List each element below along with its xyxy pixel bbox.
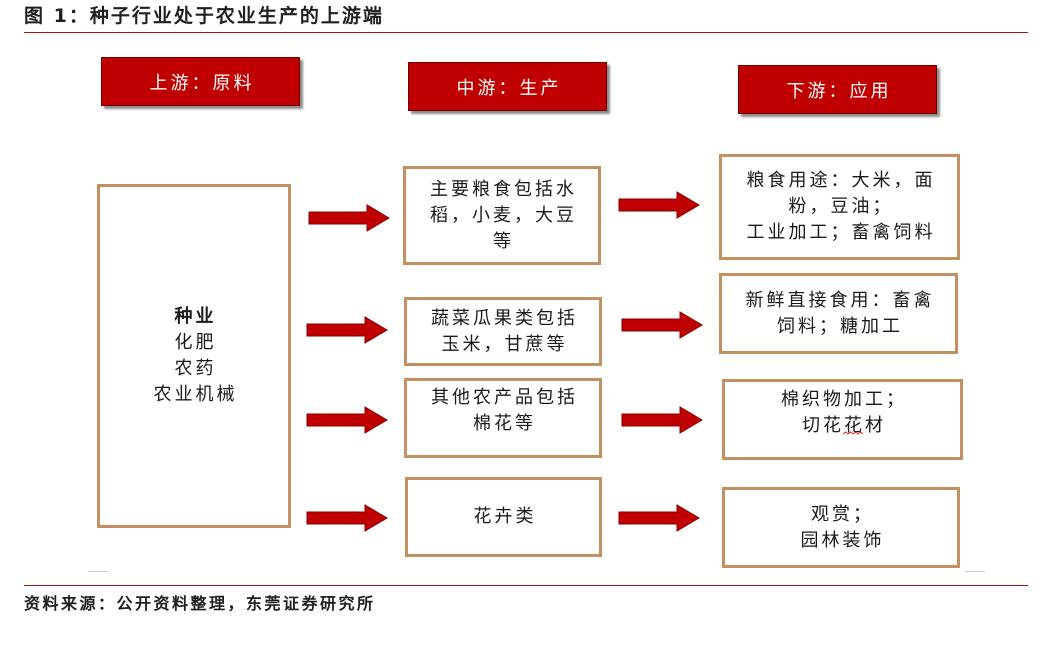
arrow-right-icon bbox=[306, 504, 388, 532]
midstream-box-2: 蔬菜瓜果类包括 玉米，甘蔗等 bbox=[404, 297, 602, 366]
midstream-line: 棉花等 bbox=[473, 413, 536, 434]
arrow-right-icon bbox=[618, 504, 700, 532]
midstream-box-3: 其他农产品包括 棉花等 bbox=[404, 378, 602, 458]
downstream-line: 园林装饰 bbox=[800, 529, 885, 551]
header-upstream-label: 上游：原料 bbox=[149, 72, 255, 94]
midstream-line: 蔬菜瓜果类包括 bbox=[431, 307, 578, 329]
bottom-rule bbox=[24, 585, 1028, 586]
header-downstream-label: 下游：应用 bbox=[786, 80, 892, 102]
header-midstream-label: 中游：生产 bbox=[456, 77, 562, 99]
midstream-line: 玉米，甘蔗等 bbox=[441, 333, 568, 355]
arrow-right-icon bbox=[306, 406, 388, 434]
downstream-line: 棉织物加工； bbox=[781, 388, 907, 410]
header-downstream: 下游：应用 bbox=[738, 65, 937, 114]
upstream-box: 种业 化肥 农药 农业机械 bbox=[97, 184, 291, 528]
header-upstream: 上游：原料 bbox=[101, 57, 300, 106]
downstream-line: 切花花材 bbox=[802, 414, 886, 436]
midstream-line: 等 bbox=[493, 230, 514, 252]
midstream-box-4: 花卉类 bbox=[405, 477, 602, 557]
downstream-line: 观赏； bbox=[811, 503, 874, 525]
midstream-line: 主要粮食包括水 bbox=[430, 178, 577, 200]
downstream-line: 饲料；糖加工 bbox=[777, 315, 903, 337]
downstream-box-1: 粮食用途：大米，面 粉，豆油； 工业加工；畜禽饲料 bbox=[719, 154, 960, 260]
arrow-right-icon bbox=[308, 204, 390, 232]
midstream-line: 花卉类 bbox=[473, 506, 537, 527]
upstream-line: 化肥 bbox=[174, 332, 217, 353]
upstream-line: 农药 bbox=[174, 358, 217, 379]
figure-source: 资料来源：公开资料整理，东莞证券研究所 bbox=[24, 594, 376, 613]
header-midstream: 中游：生产 bbox=[408, 62, 607, 111]
corner-mark-left bbox=[88, 571, 108, 572]
midstream-line: 其他农产品包括 bbox=[431, 387, 578, 408]
downstream-box-2: 新鲜直接食用：畜禽 饲料；糖加工 bbox=[719, 273, 958, 354]
downstream-line: 工业加工；畜禽饲料 bbox=[746, 222, 936, 243]
corner-mark-right bbox=[965, 571, 985, 572]
downstream-box-3: 棉织物加工； 切花花材 bbox=[722, 379, 963, 460]
arrow-right-icon bbox=[621, 406, 703, 434]
midstream-line: 稻，小麦，大豆 bbox=[430, 204, 577, 226]
upstream-line: 种业 bbox=[174, 306, 217, 327]
arrow-right-icon bbox=[621, 311, 703, 339]
downstream-line: 新鲜直接食用：畜禽 bbox=[745, 289, 935, 311]
upstream-line: 农业机械 bbox=[153, 384, 238, 405]
arrow-right-icon bbox=[306, 316, 388, 344]
downstream-box-4: 观赏； 园林装饰 bbox=[722, 487, 960, 568]
midstream-box-1: 主要粮食包括水 稻，小麦，大豆 等 bbox=[403, 166, 601, 265]
downstream-line: 粮食用途：大米，面 bbox=[746, 170, 936, 191]
downstream-line: 粉，豆油； bbox=[788, 196, 894, 217]
spellcheck-squiggle bbox=[843, 431, 863, 435]
figure-title: 图 1：种子行业处于农业生产的上游端 bbox=[24, 5, 384, 27]
top-rule bbox=[24, 32, 1028, 33]
arrow-right-icon bbox=[618, 191, 700, 219]
